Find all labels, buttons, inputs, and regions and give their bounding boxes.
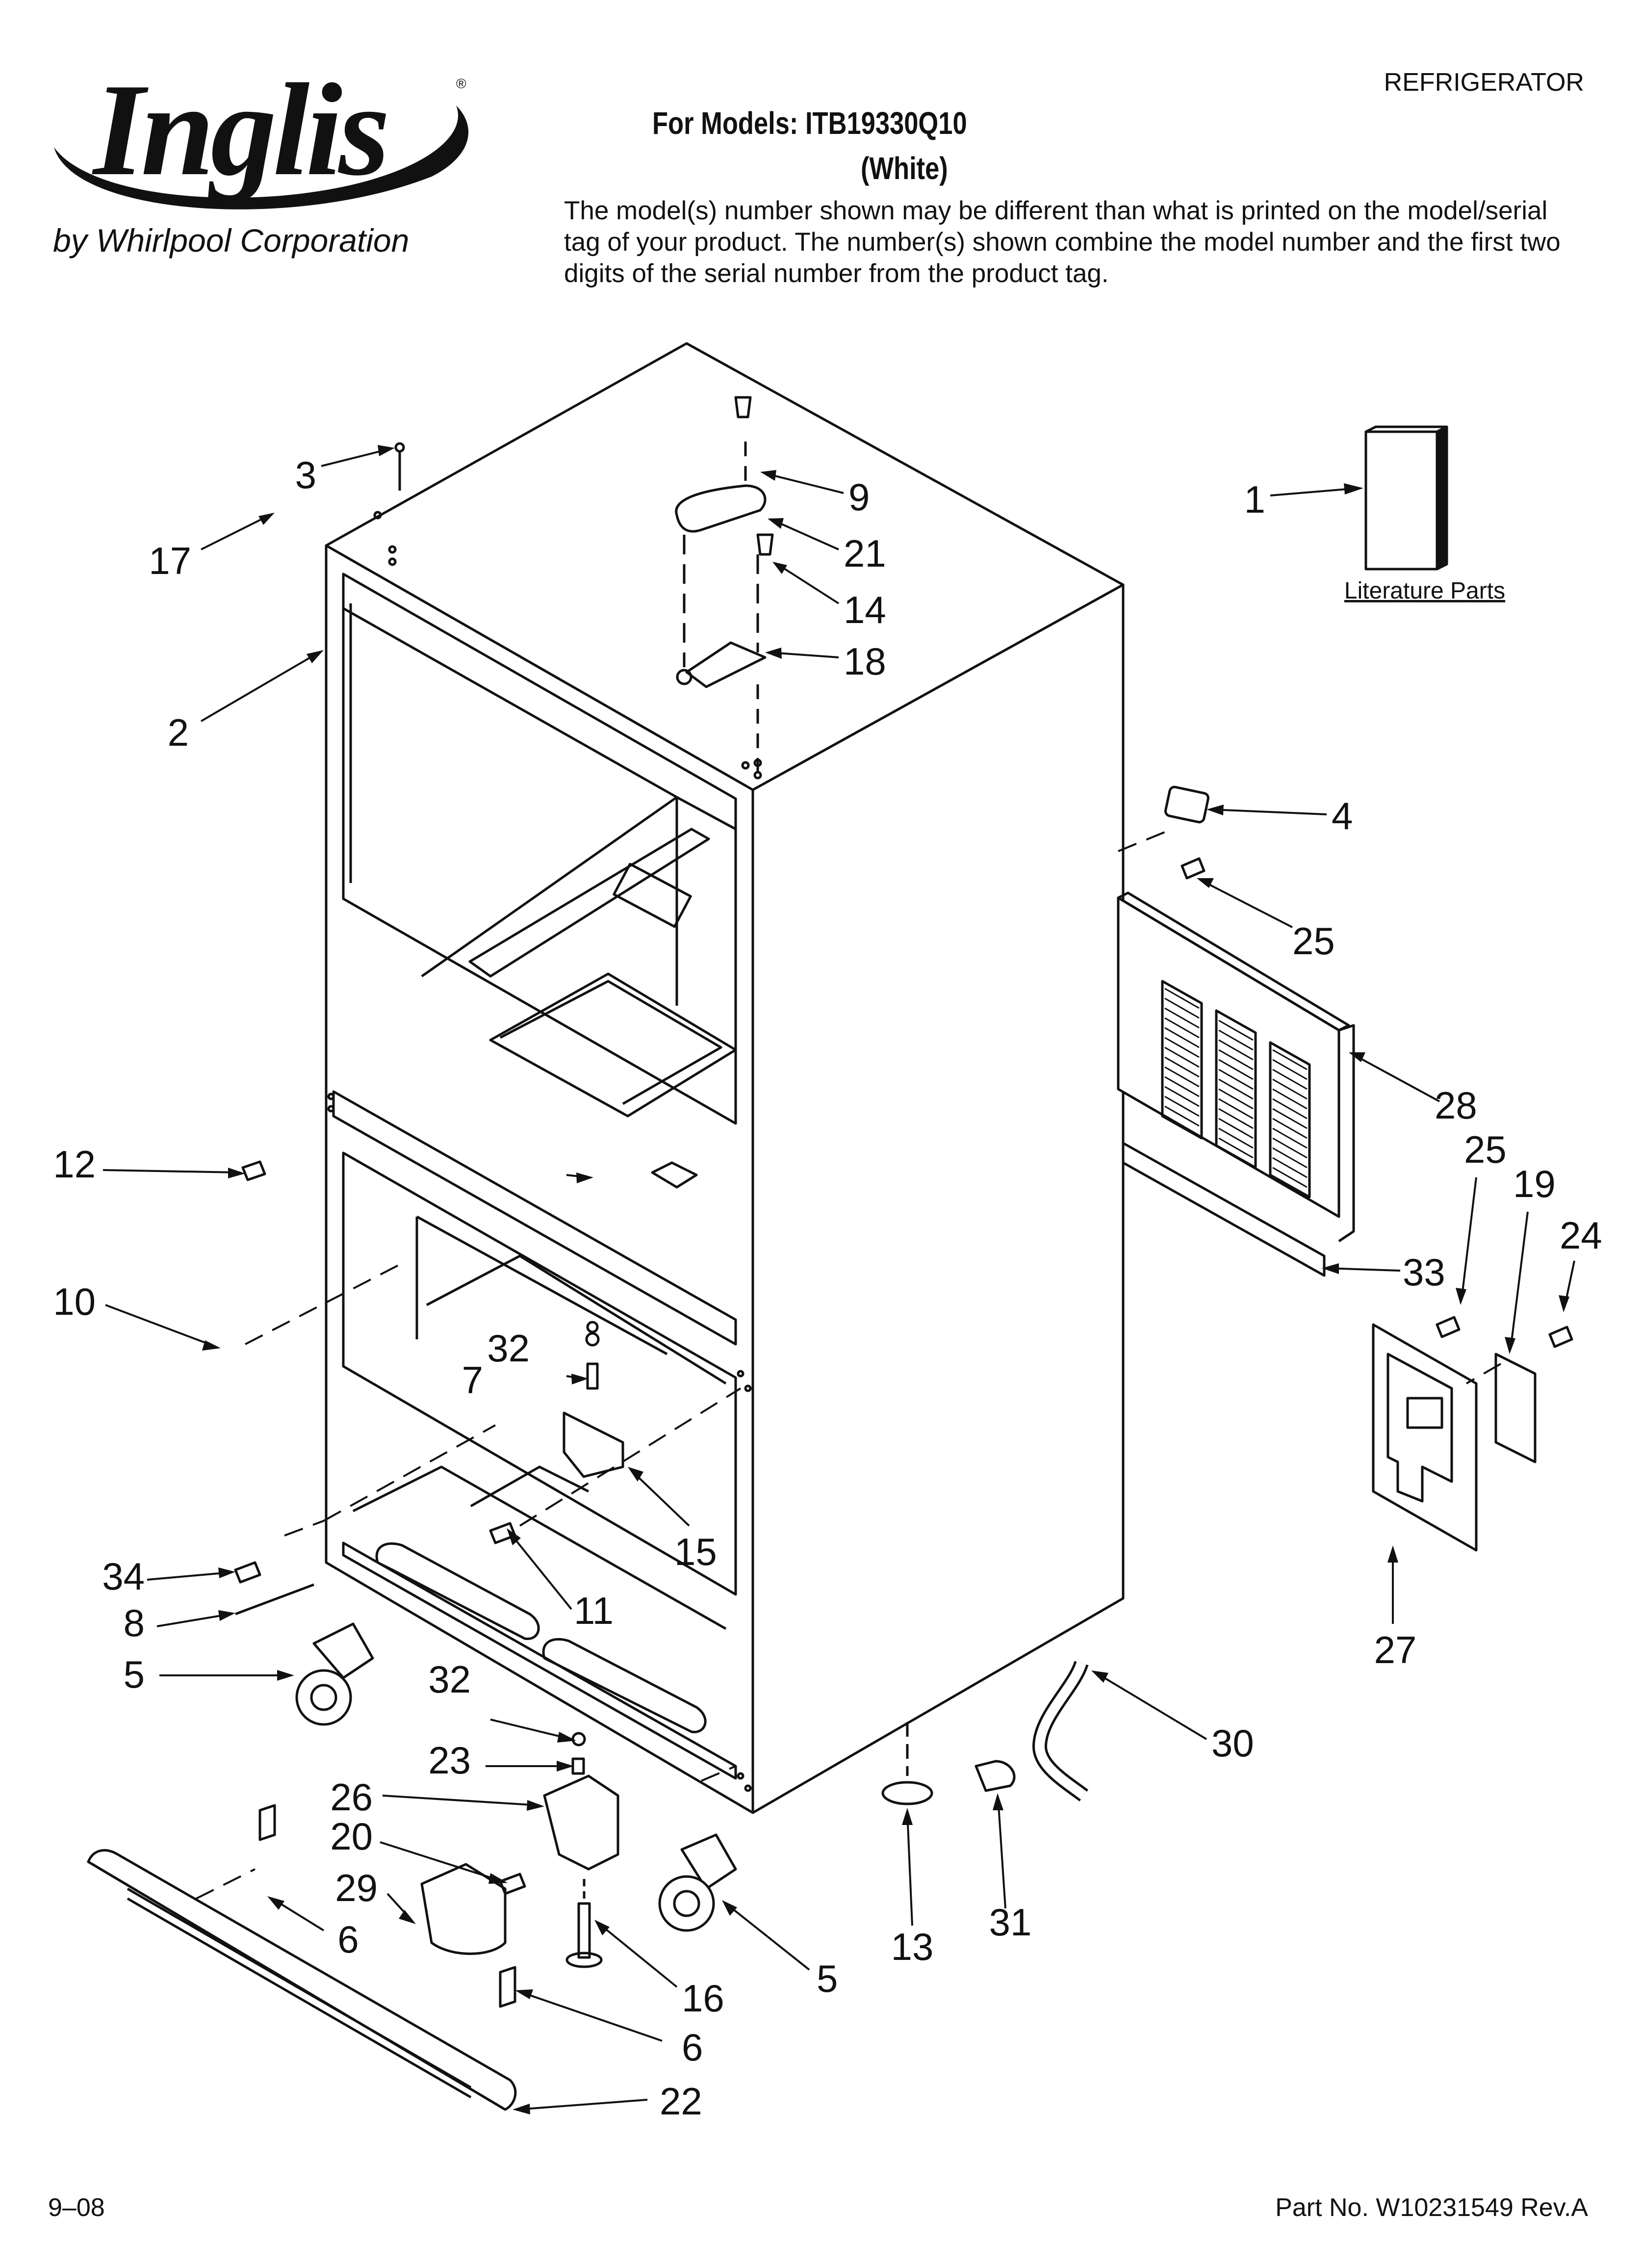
leveling-leg — [565, 1879, 603, 1968]
drain-plug — [881, 1781, 933, 1805]
callout-34: 34 — [102, 1555, 145, 1598]
label-plate — [1164, 785, 1210, 824]
control-bracket — [1372, 1323, 1537, 1552]
callout-25b: 25 — [1464, 1128, 1507, 1171]
callout-14: 14 — [844, 588, 886, 631]
callout-5a: 5 — [124, 1653, 145, 1696]
callout-22: 22 — [660, 2080, 702, 2123]
toe-grille — [87, 1849, 517, 2111]
callout-4: 4 — [1332, 794, 1353, 837]
callout-17: 17 — [149, 539, 191, 582]
seal-strip — [1122, 1142, 1326, 1277]
callout-13: 13 — [891, 1925, 934, 1968]
roller-left — [295, 1622, 374, 1726]
leveler-bracket — [543, 1774, 619, 1871]
vent-slots — [1164, 988, 1308, 1188]
callout-23: 23 — [428, 1739, 471, 1782]
screws — [234, 442, 1573, 1895]
rear-access-panel — [1117, 891, 1355, 1243]
callout-7: 7 — [462, 1358, 483, 1402]
model-color: (White) — [861, 151, 948, 186]
brand-subtitle: by Whirlpool Corporation — [53, 222, 410, 259]
top-hinge-assembly — [675, 396, 774, 775]
arrowheads — [202, 445, 1569, 2114]
refrigerator-cabinet — [325, 342, 1125, 1814]
leveler-cover — [420, 1863, 507, 1955]
callout-32a: 32 — [487, 1327, 530, 1370]
callout-5b: 5 — [817, 1957, 838, 2000]
callout-leaders — [103, 448, 1575, 2111]
brand-logo: Inglis — [93, 56, 390, 203]
callout-2: 2 — [168, 711, 189, 754]
callout-6b: 6 — [682, 2026, 703, 2069]
literature-parts-label: Literature Parts — [1344, 578, 1505, 604]
callout-6a: 6 — [337, 1918, 359, 1961]
callout-16: 16 — [682, 1977, 724, 2020]
callout-25a: 25 — [1292, 919, 1335, 963]
callout-31: 31 — [989, 1901, 1032, 1944]
center-hinge — [563, 1332, 624, 1478]
callout-27: 27 — [1374, 1628, 1417, 1671]
registered-mark: ® — [456, 76, 466, 91]
callout-8: 8 — [124, 1601, 145, 1644]
logo-swoosh — [54, 105, 469, 209]
callout-29: 29 — [335, 1866, 378, 1909]
footer-part-number: Part No. W10231549 Rev.A — [1275, 2193, 1588, 2222]
callout-15: 15 — [674, 1530, 717, 1573]
callout-3: 3 — [295, 453, 316, 496]
callout-26: 26 — [330, 1775, 373, 1819]
callout-33: 33 — [1403, 1251, 1445, 1294]
callout-28: 28 — [1435, 1084, 1477, 1127]
document-category: REFRIGERATOR — [1384, 68, 1584, 97]
literature-booklet — [1364, 425, 1448, 571]
clip-right — [499, 1966, 516, 2008]
callout-9: 9 — [848, 475, 870, 519]
callout-1: 1 — [1244, 478, 1265, 521]
models-heading: For Models: ITB19330Q10 — [652, 105, 967, 141]
clip-left — [258, 1804, 276, 1841]
callout-12: 12 — [53, 1143, 96, 1186]
callout-30: 30 — [1211, 1721, 1254, 1765]
callout-24: 24 — [1560, 1214, 1602, 1257]
tube-clamp — [975, 1760, 1016, 1792]
callout-21: 21 — [844, 532, 886, 575]
explode-lines — [196, 828, 1501, 1900]
callout-11: 11 — [574, 1589, 614, 1632]
callout-20: 20 — [330, 1815, 373, 1858]
callout-18: 18 — [844, 640, 886, 683]
callout-32b: 32 — [428, 1658, 471, 1701]
callout-19: 19 — [1513, 1162, 1556, 1205]
footer-date: 9–08 — [48, 2193, 105, 2222]
callout-10: 10 — [53, 1280, 96, 1323]
roller-right — [658, 1833, 737, 1932]
model-disclaimer: The model(s) number shown may be differe… — [564, 196, 1561, 288]
